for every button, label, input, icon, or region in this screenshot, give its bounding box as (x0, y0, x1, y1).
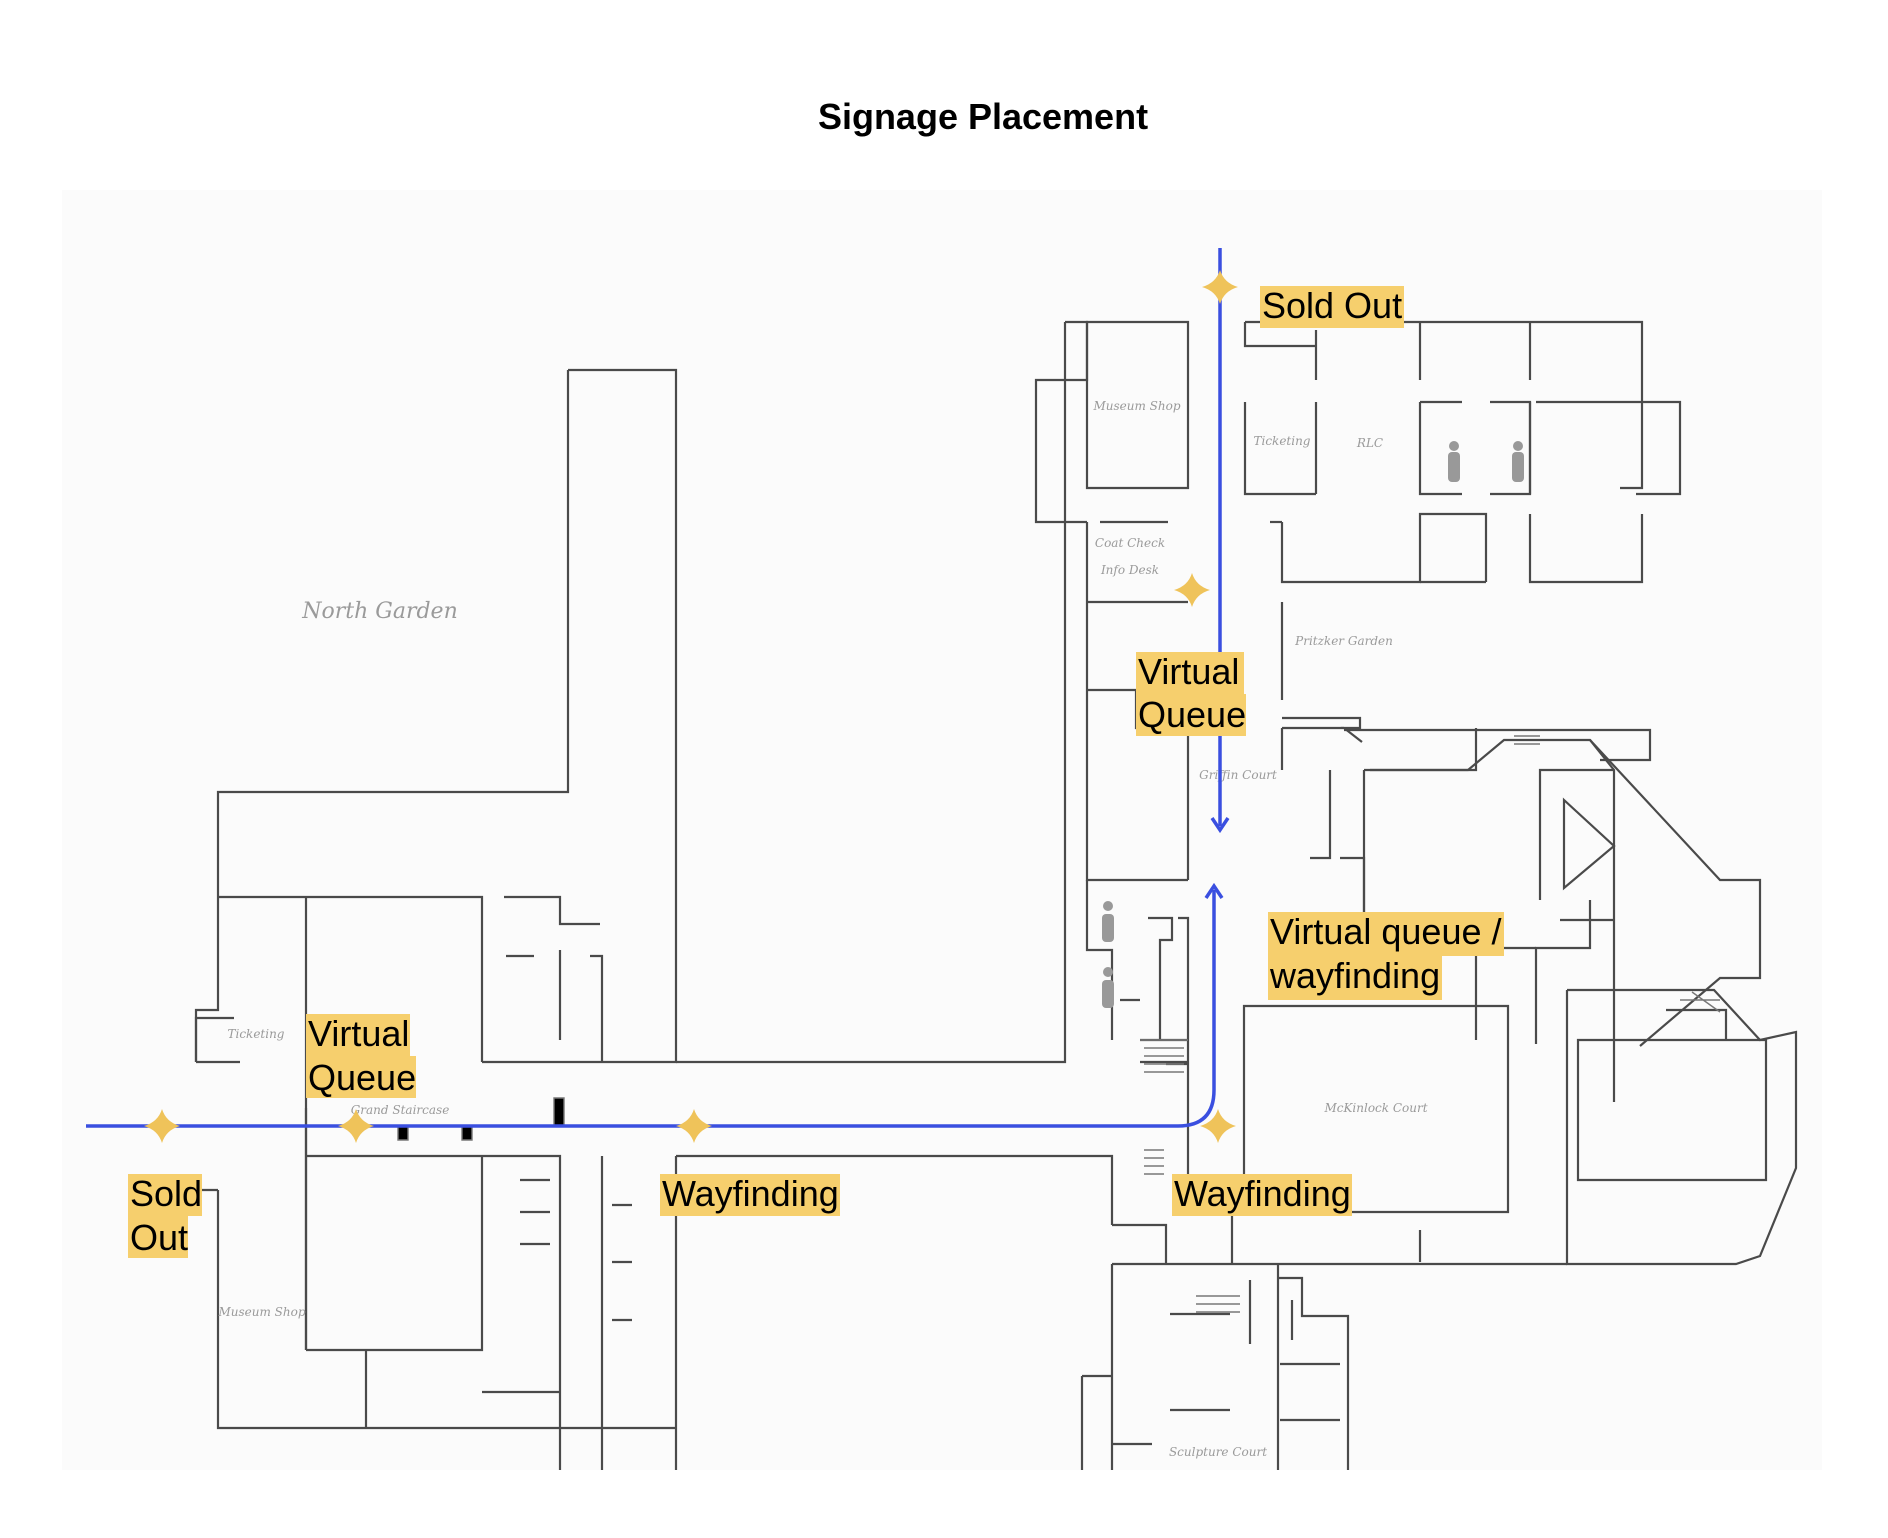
sign-label-virtual-queue-west: Virtual Queue (306, 1013, 416, 1098)
sign-label-virtual-queue-wayfinding: Virtual queue / wayfinding (1268, 911, 1504, 1000)
svg-text:wayfinding: wayfinding (1269, 955, 1440, 996)
walls-west-wing (194, 368, 678, 1470)
room-label-sculpture-court: Sculpture Court (1169, 1445, 1267, 1459)
room-label-museum-shop-north: Museum Shop (1092, 399, 1180, 413)
svg-text:Wayfinding: Wayfinding (662, 1173, 839, 1214)
room-labels: North Garden Museum Shop Ticketing RLC C… (217, 399, 1427, 1459)
route-main (86, 890, 1216, 1128)
room-label-mckinlock-court: McKinlock Court (1323, 1101, 1427, 1115)
sign-label-virtual-queue-center: Virtual Queue (1136, 651, 1246, 736)
room-label-rlc: RLC (1356, 436, 1383, 450)
room-label-griffin-court: Griffin Court (1199, 768, 1277, 782)
svg-text:Queue: Queue (1138, 694, 1246, 735)
room-label-ticketing-west: Ticketing (227, 1027, 284, 1041)
sign-marker-icon (676, 1109, 712, 1143)
svg-text:Sold: Sold (130, 1173, 202, 1214)
svg-text:Wayfinding: Wayfinding (1174, 1173, 1351, 1214)
room-label-north-garden: North Garden (301, 599, 458, 624)
sign-label-sold-out-west: Sold Out (128, 1173, 202, 1258)
restroom-icons (1102, 441, 1524, 1008)
sign-markers (144, 270, 1238, 1143)
room-label-pritzker-garden: Pritzker Garden (1294, 634, 1393, 648)
route-arrowhead-up (1204, 882, 1224, 899)
svg-text:Virtual: Virtual (1138, 651, 1239, 692)
sign-label-wayfinding-middle: Wayfinding (660, 1173, 840, 1216)
svg-text:Queue: Queue (308, 1057, 416, 1098)
map-background (62, 190, 1822, 1470)
sign-marker-icon (338, 1109, 374, 1143)
room-label-grand-staircase: Grand Staircase (351, 1103, 450, 1117)
sign-marker-icon (1202, 270, 1238, 304)
sign-marker-icon (1200, 1109, 1236, 1143)
sign-marker-icon (1174, 573, 1210, 607)
svg-text:Sold Out: Sold Out (1262, 285, 1402, 326)
room-label-ticketing-east: Ticketing (1253, 434, 1310, 448)
svg-text:Out: Out (130, 1217, 188, 1258)
route-arrowhead-down (1210, 817, 1230, 834)
sign-label-sold-out-north: Sold Out (1260, 285, 1404, 328)
sign-label-wayfinding-east: Wayfinding (1172, 1173, 1352, 1216)
room-label-coat-check: Coat Check (1095, 536, 1165, 550)
page-title: Signage Placement (817, 96, 1149, 137)
svg-text:Virtual: Virtual (308, 1013, 409, 1054)
sign-marker-icon (144, 1109, 180, 1143)
room-label-info-desk: Info Desk (1100, 563, 1159, 577)
svg-text:Virtual queue /: Virtual queue / (1270, 911, 1502, 952)
room-label-museum-shop-west: Museum Shop (217, 1305, 305, 1319)
